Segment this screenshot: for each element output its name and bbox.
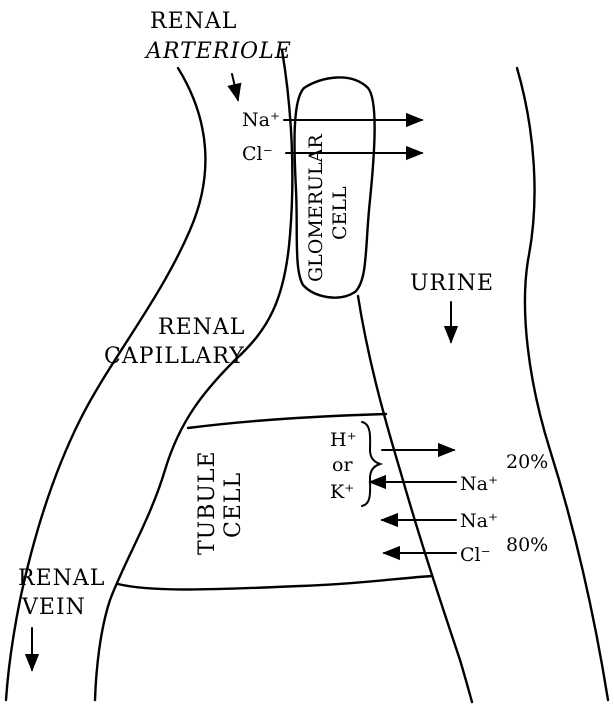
renal-arteriole-label-line1: RENAL bbox=[150, 9, 237, 34]
renal-arteriole-label-line2: ARTERIOLE bbox=[144, 39, 292, 64]
tubule-hydrogen-label: H⁺ bbox=[330, 429, 357, 451]
tubule-left-wall bbox=[358, 296, 472, 702]
glomerular-chloride-label: Cl⁻ bbox=[242, 143, 273, 165]
tubule-cell-label-line1: TUBULE bbox=[195, 450, 220, 555]
tubule-potassium-label: K⁺ bbox=[330, 481, 354, 503]
glomerular-sodium-label: Na⁺ bbox=[242, 109, 280, 131]
tubule-chloride-label: Cl⁻ bbox=[460, 544, 491, 566]
urine-label: URINE bbox=[410, 271, 494, 296]
tubule-sodium-label-1: Na⁺ bbox=[460, 473, 498, 495]
renal-capillary-label-line1: RENAL bbox=[158, 315, 245, 340]
h-k-brace bbox=[362, 422, 380, 506]
glomerular-cell-label-line1: GLOMERULAR bbox=[305, 134, 327, 282]
tubule-cell-top-border bbox=[188, 414, 386, 428]
tubule-cell-label-line2: CELL bbox=[221, 472, 246, 538]
renal-vein-label-line2: VEIN bbox=[21, 595, 86, 620]
tubule-right-wall bbox=[517, 68, 608, 700]
tubule-cell-bottom-border bbox=[118, 576, 432, 590]
renal-vein-label-line1: RENAL bbox=[18, 566, 105, 591]
tubule-sodium-label-2: Na⁺ bbox=[460, 510, 498, 532]
tubule-or-label: or bbox=[332, 454, 353, 476]
glomerular-cell-label-line2: CELL bbox=[329, 186, 351, 240]
percentage-lower-label: 80% bbox=[506, 534, 548, 556]
arteriole-flow-arrow bbox=[232, 74, 238, 100]
renal-capillary-label-line2: CAPILLARY bbox=[104, 344, 245, 369]
percentage-upper-label: 20% bbox=[506, 451, 548, 473]
